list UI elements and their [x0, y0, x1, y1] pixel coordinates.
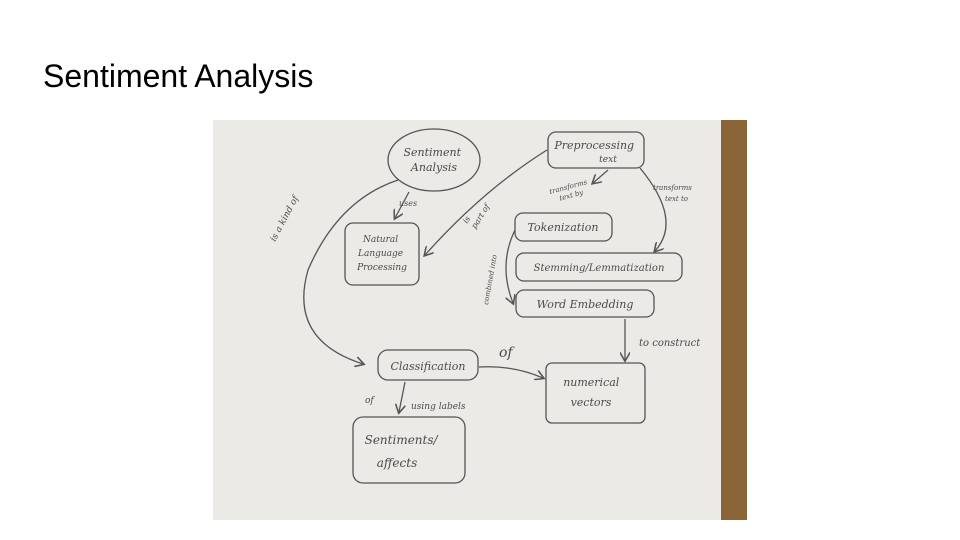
edge-using-labels	[399, 381, 406, 412]
edge-label-using-labels: using labels	[411, 402, 466, 412]
node-sentiment-analysis-outline	[387, 128, 481, 192]
node-word-embedding: Word Embedding	[537, 298, 634, 311]
edge-label-transforms-text-to: transforms text to	[653, 184, 694, 203]
edge-transforms-text-by	[593, 169, 609, 183]
edge-label-to-construct: to construct	[639, 338, 701, 349]
edge-uses	[395, 191, 410, 218]
edge-combined-into	[506, 229, 515, 303]
node-classification: Classification	[390, 360, 465, 373]
node-classification-outline	[377, 349, 479, 381]
edge-label-uses: uses	[399, 199, 417, 208]
node-tokenization: Tokenization	[528, 221, 599, 234]
node-sentiments-affects: Sentiments/ affects	[365, 433, 442, 470]
node-numerical-vectors: numerical vectors	[563, 376, 623, 409]
node-nlp: Natural Language Processing	[356, 235, 407, 273]
table-edge	[721, 120, 747, 520]
node-stemming-outline	[515, 252, 683, 282]
node-sentiment-analysis: Sentiment Analysis	[403, 146, 464, 174]
node-tokenization-outline	[514, 212, 613, 242]
edge-transforms-text-to	[639, 167, 667, 251]
node-stemming-lemmatization: Stemming/Lemmatization	[534, 263, 665, 274]
edge-of	[478, 366, 543, 378]
paper-sheet	[213, 120, 721, 520]
whiteboard-photo: Sentiment Analysis Preprocessing text Na…	[213, 120, 747, 520]
edge-label-of: of	[499, 345, 515, 361]
node-nlp-outline	[344, 222, 420, 286]
slide-title: Sentiment Analysis	[43, 58, 314, 94]
node-numerical-vectors-outline	[545, 362, 646, 424]
concept-map-diagram: Sentiment Analysis Preprocessing text Na…	[213, 120, 747, 520]
edge-label-of-small: of	[365, 396, 375, 406]
node-preprocessing: Preprocessing text	[553, 139, 637, 165]
edge-is-a-kind-of	[303, 179, 399, 364]
node-sentiments-outline	[352, 416, 466, 484]
edge-part-of	[425, 149, 548, 255]
node-preprocessing-outline	[547, 131, 645, 169]
node-word-embedding-outline	[515, 289, 655, 318]
